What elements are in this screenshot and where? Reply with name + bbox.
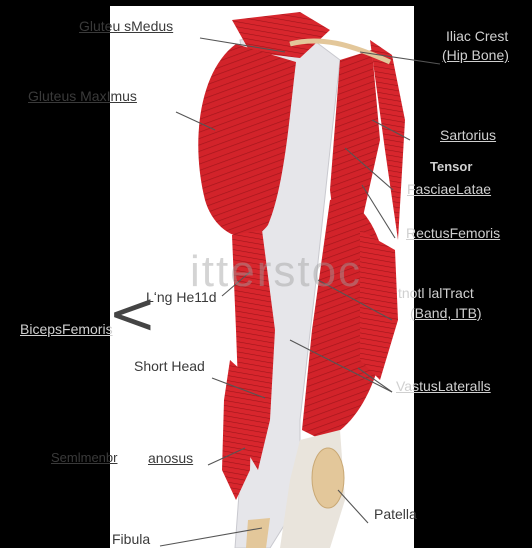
label-patella: Patella (374, 506, 417, 522)
chevron-left-icon: < (108, 284, 157, 342)
patella-shape (312, 448, 344, 508)
label-gluteus-medius: Gluteu sMedus (79, 18, 173, 34)
label-iliac-crest-line-2: (Hip Bone) (442, 47, 509, 63)
rectus-femoris-shape (360, 230, 398, 380)
label-semimembranosus-part-2: anosus (148, 450, 193, 466)
label-biceps-femoris: BicepsFemoris (20, 321, 113, 337)
fibula-shape (246, 518, 270, 548)
label-rectus-femoris: RectusFemoris (406, 225, 500, 241)
watermark-text: itterstoc (190, 250, 362, 294)
label-gluteus-maximus: Gluteus MaxImus (28, 88, 137, 104)
label-short-head: Short Head (134, 358, 205, 374)
label-it-tract-line-1: tnotl lalTract (398, 285, 474, 301)
label-iliac-crest-line-1: Iliac Crest (446, 28, 508, 44)
label-tensor-line-2: FasciaeLatae (407, 181, 491, 197)
label-it-tract-line-2: (Band, ITB) (410, 305, 482, 321)
label-semimembranosus-part-1: Semlmenbr (51, 450, 117, 466)
label-fibula: Fibula (112, 531, 150, 547)
label-tensor-line-1: Tensor (430, 159, 472, 175)
label-sartorius: Sartorius (440, 127, 496, 143)
label-vastus-lateralis: VastusLateralls (396, 378, 491, 394)
